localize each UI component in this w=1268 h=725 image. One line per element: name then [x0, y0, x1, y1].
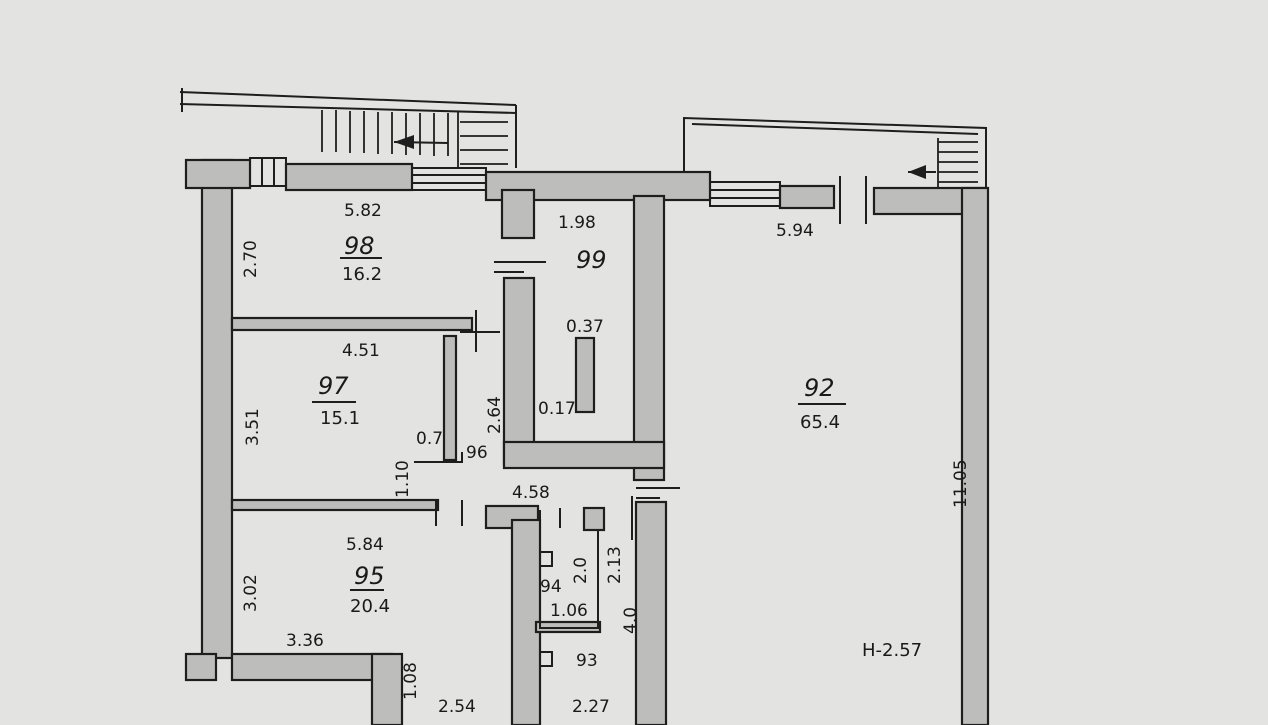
- dim-4-0: 4.0: [621, 607, 641, 634]
- dim-3-36: 3.36: [286, 631, 324, 651]
- room-92-number: 92: [804, 374, 835, 402]
- doors: [414, 261, 680, 667]
- dim-4-58: 4.58: [512, 483, 550, 503]
- dim-1-10: 1.10: [393, 460, 413, 498]
- dim-0-7: 0.7: [416, 429, 443, 449]
- room-92-area: 65.4: [800, 412, 840, 433]
- room-95-area: 20.4: [350, 596, 390, 617]
- room-99-number: 99: [576, 246, 607, 274]
- room-97-number: 97: [318, 372, 349, 400]
- stair-top-right: [683, 116, 987, 190]
- dim-2-70: 2.70: [241, 240, 261, 278]
- dim-2-0: 2.0: [571, 557, 591, 584]
- dim-11-05: 11.05: [951, 459, 971, 508]
- dim-2-27: 2.27: [572, 697, 610, 717]
- dim-3-02: 3.02: [241, 574, 261, 612]
- dim-5-84: 5.84: [346, 535, 384, 555]
- windows: [249, 157, 867, 224]
- dim-1-98: 1.98: [558, 213, 596, 233]
- room-94-number: 94: [540, 577, 562, 597]
- height-note: H-2.57: [862, 640, 922, 661]
- dim-4-51: 4.51: [342, 341, 380, 361]
- stair-top-left: [179, 88, 517, 168]
- room-98-number: 98: [344, 232, 375, 260]
- room-93-number: 93: [576, 651, 598, 671]
- labels: 5.82 2.70 98 16.2 1.98 99 0.37 0.17 5.94…: [241, 201, 971, 717]
- dim-2-54: 2.54: [438, 697, 476, 717]
- dim-2-13: 2.13: [605, 546, 625, 584]
- dim-1-08: 1.08: [401, 662, 421, 700]
- dim-2-64: 2.64: [485, 396, 505, 434]
- dim-1-06: 1.06: [550, 601, 588, 621]
- room-97-area: 15.1: [320, 408, 360, 429]
- room-98-area: 16.2: [342, 264, 382, 285]
- room-96-number: 96: [466, 443, 488, 463]
- walls: [184, 158, 990, 725]
- dim-3-51: 3.51: [243, 408, 263, 446]
- dim-0-17: 0.17: [538, 399, 576, 419]
- room-95-number: 95: [354, 562, 385, 590]
- dim-5-94: 5.94: [776, 221, 814, 241]
- dim-0-37: 0.37: [566, 317, 604, 337]
- dim-5-82: 5.82: [344, 201, 382, 221]
